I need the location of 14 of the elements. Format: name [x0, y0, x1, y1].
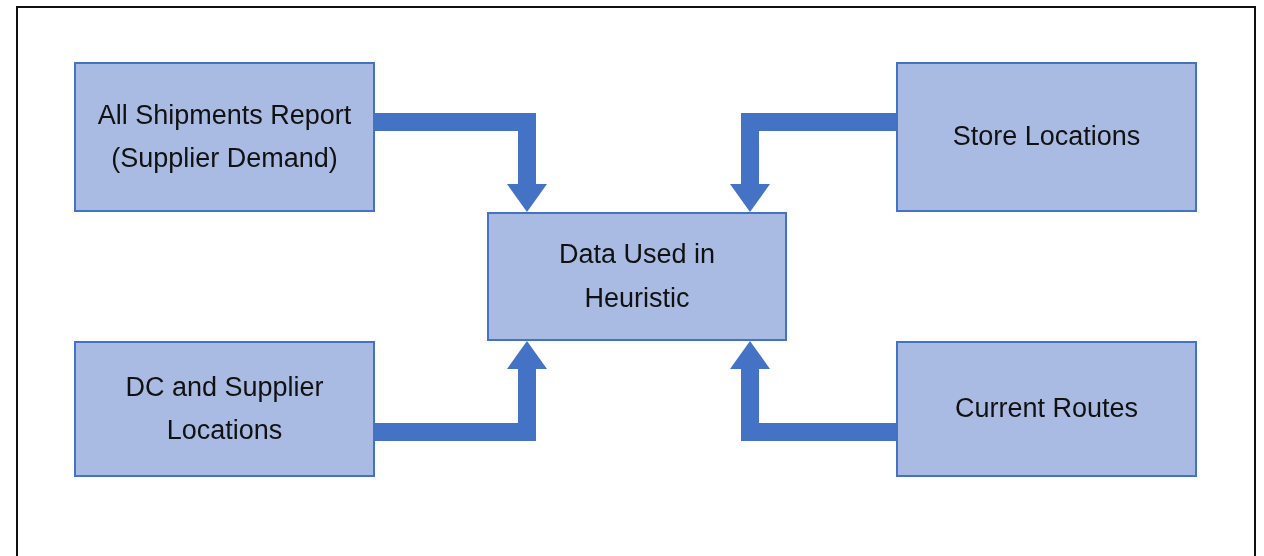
process-box	[896, 341, 1197, 477]
box-label: DC and Supplier Locations	[124, 370, 325, 447]
bent-arrow	[730, 113, 896, 212]
process-box	[74, 62, 375, 212]
process-box	[74, 341, 375, 477]
box-label: Current Routes	[954, 392, 1139, 426]
process-box	[487, 212, 787, 341]
box-label: All Shipments Report (Supplier Demand)	[96, 98, 353, 175]
bent-arrow	[375, 113, 547, 212]
box-label: Data Used in Heuristic	[557, 238, 717, 315]
process-box	[896, 62, 1197, 212]
bent-arrow	[375, 341, 547, 441]
box-label: Store Locations	[952, 120, 1141, 154]
bent-arrow	[730, 341, 896, 441]
